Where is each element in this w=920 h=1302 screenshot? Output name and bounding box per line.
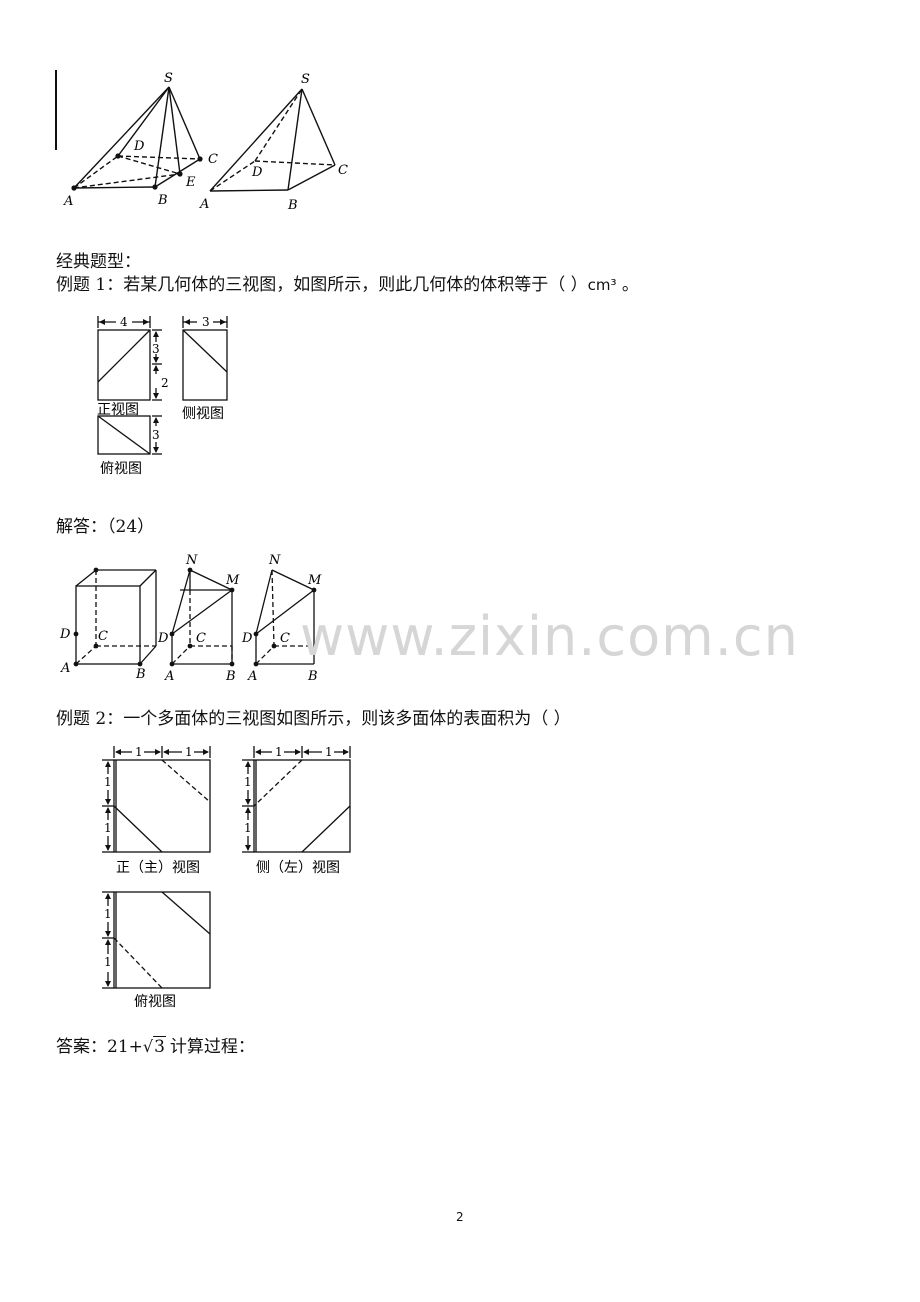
sqrt-symbol: √: [142, 1037, 154, 1056]
dimension-label: 3: [152, 428, 160, 442]
vertex-label: M: [307, 573, 322, 588]
dimension-label: 3: [152, 342, 160, 356]
view-caption: 侧（左）视图: [256, 860, 340, 876]
vertex-label: A: [63, 194, 73, 209]
view-caption: 正视图: [97, 402, 139, 418]
view-caption: 正（主）视图: [116, 860, 200, 876]
vertex-label: B: [157, 193, 168, 208]
vertex-label: A: [60, 661, 70, 676]
vertex-label: M: [225, 573, 240, 588]
vertex-label: S: [164, 71, 173, 86]
answer2-prefix: 答案：21+: [56, 1037, 143, 1057]
dimension-label: 1: [325, 745, 333, 759]
vertex-label: E: [185, 175, 196, 190]
dimension-label: 1: [244, 821, 252, 835]
sqrt-radicand: 3: [153, 1036, 166, 1057]
pyramid-figure: S D C A B E S D C A B: [55, 70, 348, 213]
page-number: 2: [456, 1210, 464, 1224]
vertex-label: B: [287, 198, 298, 213]
vertex-label: B: [307, 669, 318, 684]
vertex-label: D: [251, 165, 263, 180]
vertex-label: C: [196, 631, 206, 646]
vertex-label: A: [247, 669, 257, 684]
dimension-label: 1: [244, 775, 252, 789]
dimension-label: 3: [202, 315, 210, 329]
dimension-label: 1: [135, 745, 143, 759]
vertex-label: A: [164, 669, 174, 684]
answer1: 解答：（24）: [56, 517, 155, 537]
dimension-label: 1: [185, 745, 193, 759]
vertex-label: C: [98, 629, 108, 644]
dimension-label: 1: [275, 745, 283, 759]
vertex-label: D: [157, 631, 169, 646]
dimension-label: 2: [161, 376, 169, 390]
vertex-label: C: [280, 631, 290, 646]
watermark: www.zixin.com.cn: [300, 605, 799, 668]
vertex-label: B: [135, 667, 146, 682]
example2-question: 例题 2：一个多面体的三视图如图所示，则该多面体的表面积为（ ）: [56, 709, 571, 729]
vertex-label: A: [199, 197, 209, 212]
three-views-figure-1: 4 3 3 2 3 正视图 侧视图 俯视图: [97, 315, 228, 477]
vertex-label: S: [301, 72, 310, 87]
vertex-label: D: [241, 631, 253, 646]
dimension-label: 1: [104, 775, 112, 789]
vertex-label: D: [133, 139, 145, 154]
three-views-figure-2: 1 1 1 1 1 1 1 1 1 1 正（主）视图 侧（左）视图 俯视图: [102, 745, 351, 1010]
example1-unit: cm³: [587, 276, 617, 294]
view-caption: 俯视图: [134, 994, 176, 1010]
example1-suffix: 。: [616, 275, 639, 295]
vertex-label: C: [338, 163, 348, 178]
vertex-label: N: [185, 553, 198, 568]
vertex-label: C: [208, 152, 218, 167]
dimension-label: 1: [104, 821, 112, 835]
dimension-label: 1: [104, 955, 112, 969]
vertex-label: B: [225, 669, 236, 684]
example1-question: 例题 1：若某几何体的三视图，如图所示，则此几何体的体积等于（ ）cm³ 。: [56, 274, 639, 296]
dimension-label: 4: [120, 315, 128, 329]
vertex-label: N: [268, 553, 281, 568]
section-heading: 经典题型：: [56, 252, 141, 272]
vertex-label: D: [59, 627, 71, 642]
view-caption: 侧视图: [182, 406, 224, 422]
example1-text: 例题 1：若某几何体的三视图，如图所示，则此几何体的体积等于（ ）: [56, 275, 588, 295]
answer2-suffix: 计算过程：: [169, 1037, 255, 1057]
dimension-label: 1: [104, 907, 112, 921]
view-caption: 俯视图: [100, 461, 142, 477]
cube-figure: D C A B N M D C A B N M D C A B: [59, 553, 322, 684]
